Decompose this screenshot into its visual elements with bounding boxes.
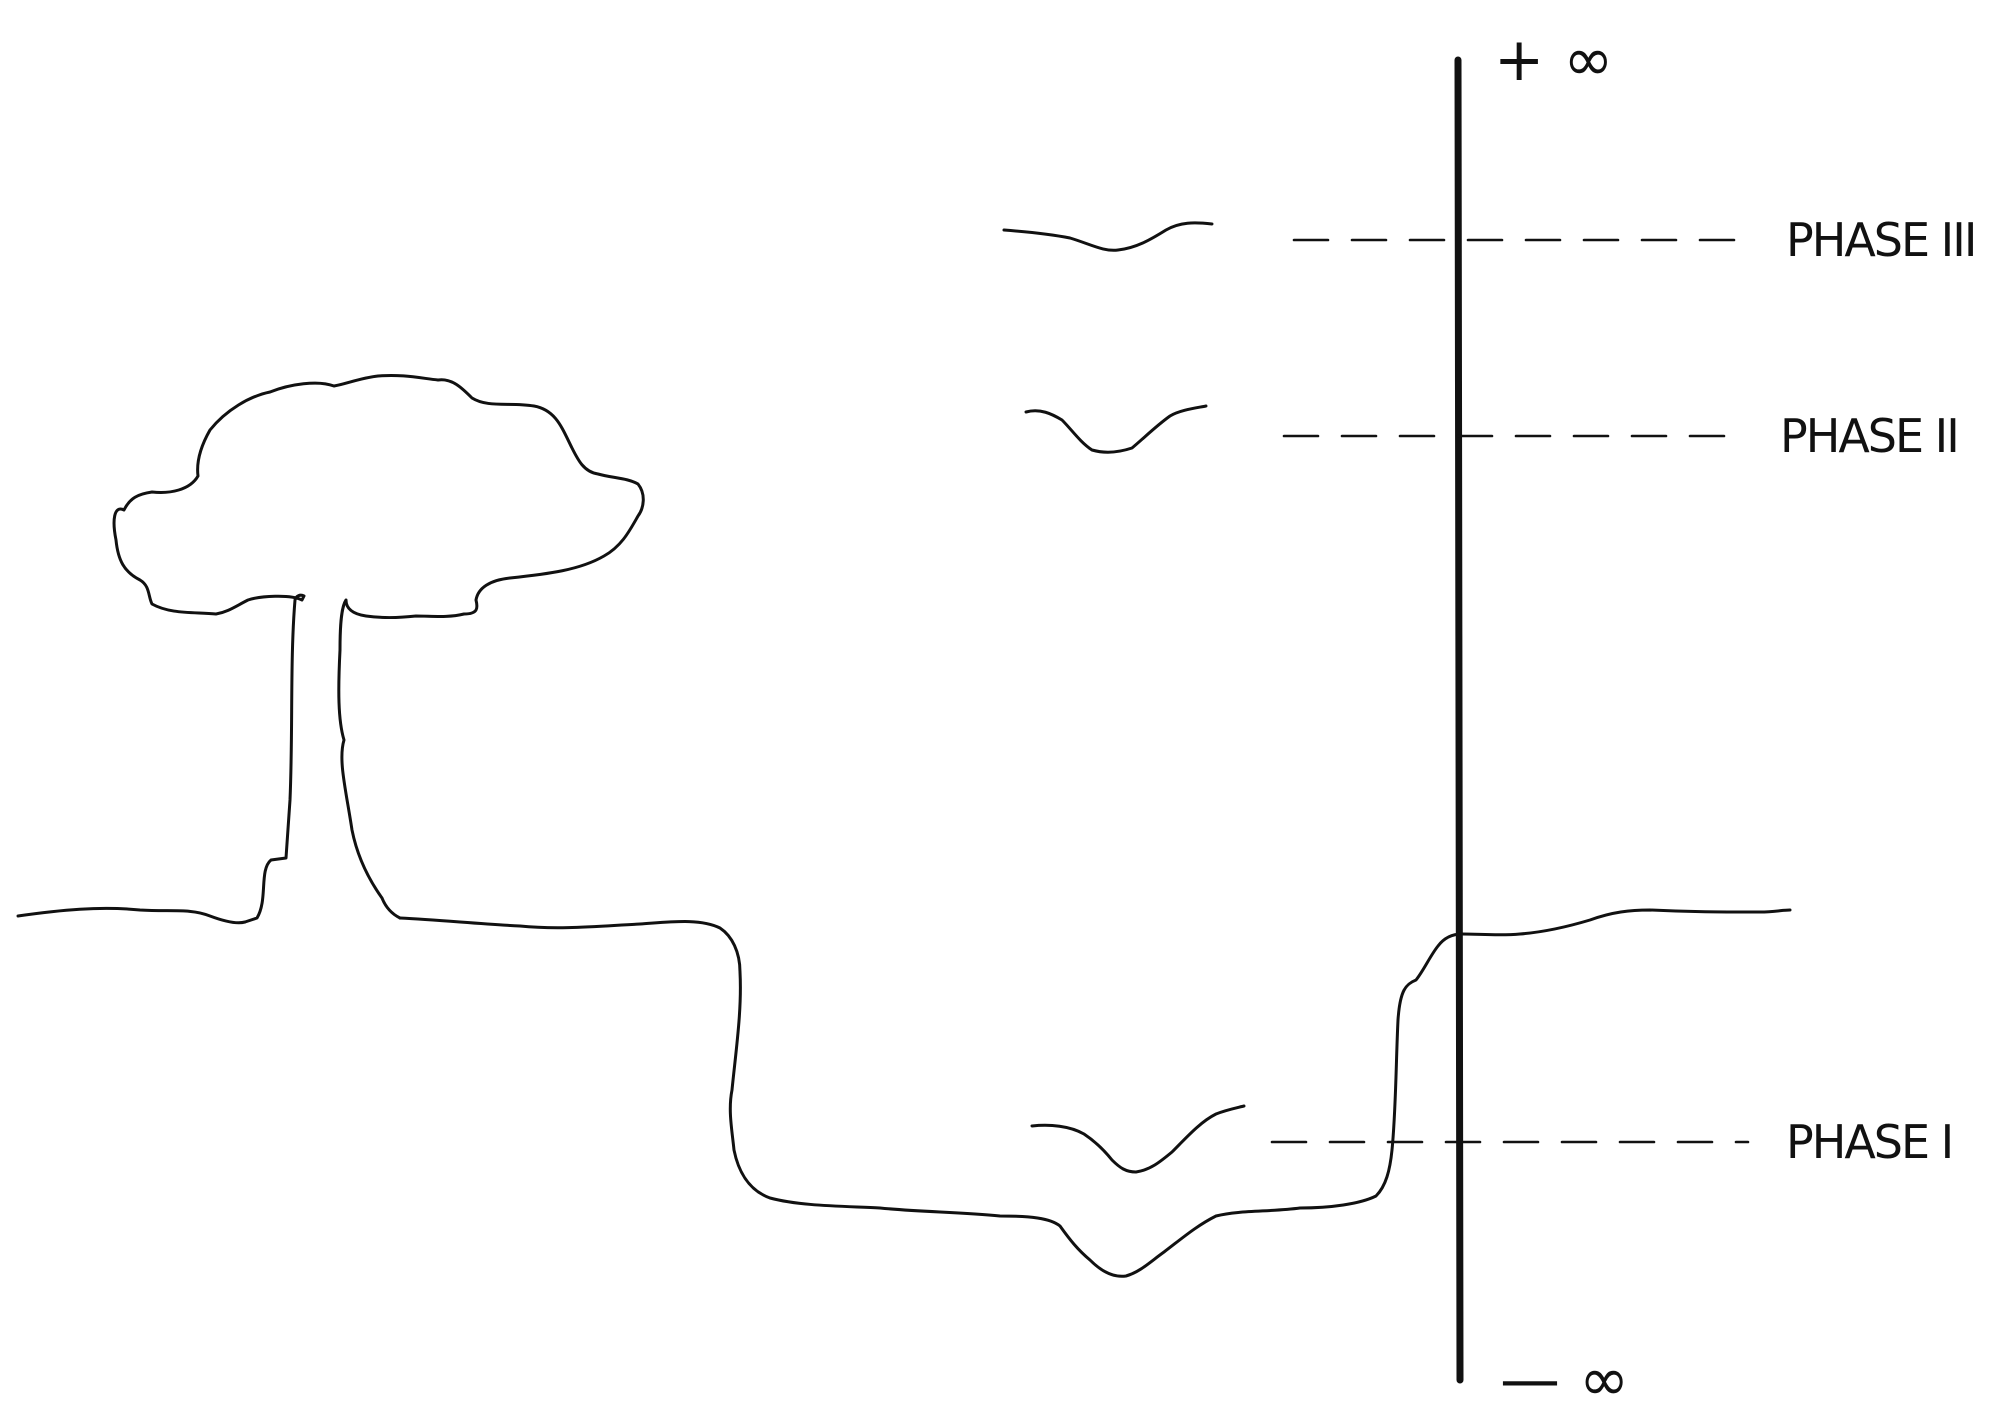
value-axis [1454,56,1464,1384]
phase-3-label: PHASE III [1786,213,1975,267]
phase-1-label: PHASE I [1786,1115,1952,1169]
phase-2-label: PHASE II [1780,409,1958,463]
shockwave-phase-1 [1030,1104,1246,1174]
axis-top-label: + ∞ [1494,25,1613,95]
mushroom-cloud-icon [112,374,645,924]
shockwave-phase-3 [1002,221,1214,252]
axis-bottom-label: — ∞ [1500,1345,1629,1415]
ground-profile [16,906,1792,1278]
shockwave-phase-2 [1024,404,1208,454]
